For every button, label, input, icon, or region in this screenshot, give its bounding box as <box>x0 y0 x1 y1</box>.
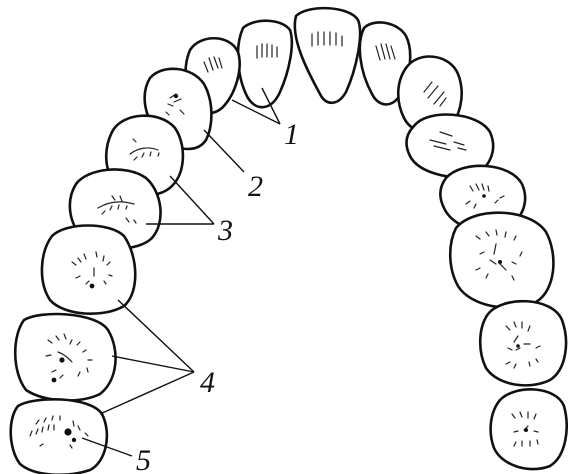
tooth-central-incisor-right <box>295 8 360 103</box>
leader-2 <box>204 130 244 172</box>
tooth-first-molar-right <box>450 213 553 308</box>
label-4: 4 <box>200 366 215 399</box>
leader-4a <box>118 300 194 372</box>
tooth-second-molar-right <box>480 301 566 385</box>
label-2: 2 <box>248 170 263 203</box>
label-1: 1 <box>284 118 299 151</box>
label-5: 5 <box>136 444 151 474</box>
label-3: 3 <box>217 214 233 247</box>
tooth-third-molar-left <box>11 399 107 474</box>
tooth-first-molar-left <box>42 226 135 314</box>
tooth-third-molar-right <box>491 389 567 469</box>
leader-4c <box>100 372 194 414</box>
leader-4b <box>112 356 194 372</box>
tooth-second-molar-left <box>15 314 115 400</box>
leader-3a <box>170 176 214 224</box>
